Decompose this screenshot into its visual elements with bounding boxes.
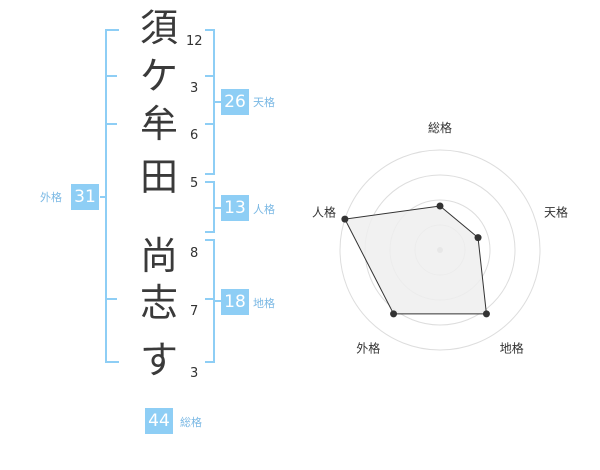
jinkaku-label: 人格 (253, 203, 275, 216)
radar-data-point (474, 234, 482, 242)
bracket-tick (205, 123, 215, 125)
name-char: 須 (139, 6, 178, 50)
bracket-connector (215, 101, 221, 103)
bracket-tick (205, 75, 215, 77)
jinkaku-value: 13 (221, 195, 249, 221)
bracket-tick (205, 298, 215, 300)
stroke-count: 3 (190, 81, 199, 96)
tenkaku-label: 天格 (253, 96, 275, 109)
tenkaku-value: 26 (221, 89, 249, 115)
soukaku-label: 総格 (180, 416, 202, 429)
chikaku-label: 地格 (253, 297, 275, 310)
chikaku-bracket (205, 239, 215, 363)
radar-data-point (341, 215, 349, 223)
gaikaku-label: 外格 (40, 191, 62, 204)
name-char: 志 (139, 281, 178, 325)
soukaku-value: 44 (145, 408, 173, 434)
name-char: ケ (139, 54, 178, 98)
radar-data-point (482, 310, 490, 318)
radar-axis-label: 総格 (428, 120, 452, 135)
radar-axis-label: 地格 (500, 341, 524, 356)
name-char: 牟 (139, 102, 178, 146)
chikaku-value: 18 (221, 289, 249, 315)
name-char: す (139, 338, 178, 382)
radar-grid-ring (339, 149, 541, 351)
bracket-connector (100, 196, 106, 198)
radar-series-area (344, 205, 487, 315)
radar-axis-label: 外格 (356, 341, 380, 356)
stroke-count: 12 (186, 34, 203, 49)
radar-data-point (436, 202, 444, 210)
gaikaku-bracket (105, 29, 119, 363)
stroke-count: 7 (190, 304, 199, 319)
radar-axis-label: 天格 (544, 204, 568, 219)
name-char: 田 (139, 155, 178, 199)
radar-chart: 総格天格地格 外格 人格 (300, 110, 590, 370)
radar-data-point (390, 310, 398, 318)
stroke-count: 8 (190, 246, 199, 261)
radar-axis-label: 人格 (312, 204, 336, 219)
bracket-tick (105, 75, 117, 77)
bracket-connector (215, 207, 221, 209)
tenkaku-bracket (205, 29, 215, 175)
bracket-tick (105, 298, 117, 300)
jinkaku-bracket (205, 181, 215, 233)
stroke-count: 5 (190, 176, 199, 191)
bracket-tick (105, 123, 117, 125)
stroke-count: 6 (190, 128, 199, 143)
stroke-count: 3 (190, 366, 199, 381)
bracket-connector (215, 300, 221, 302)
name-char: 尚 (139, 234, 178, 278)
gaikaku-value: 31 (71, 184, 99, 210)
